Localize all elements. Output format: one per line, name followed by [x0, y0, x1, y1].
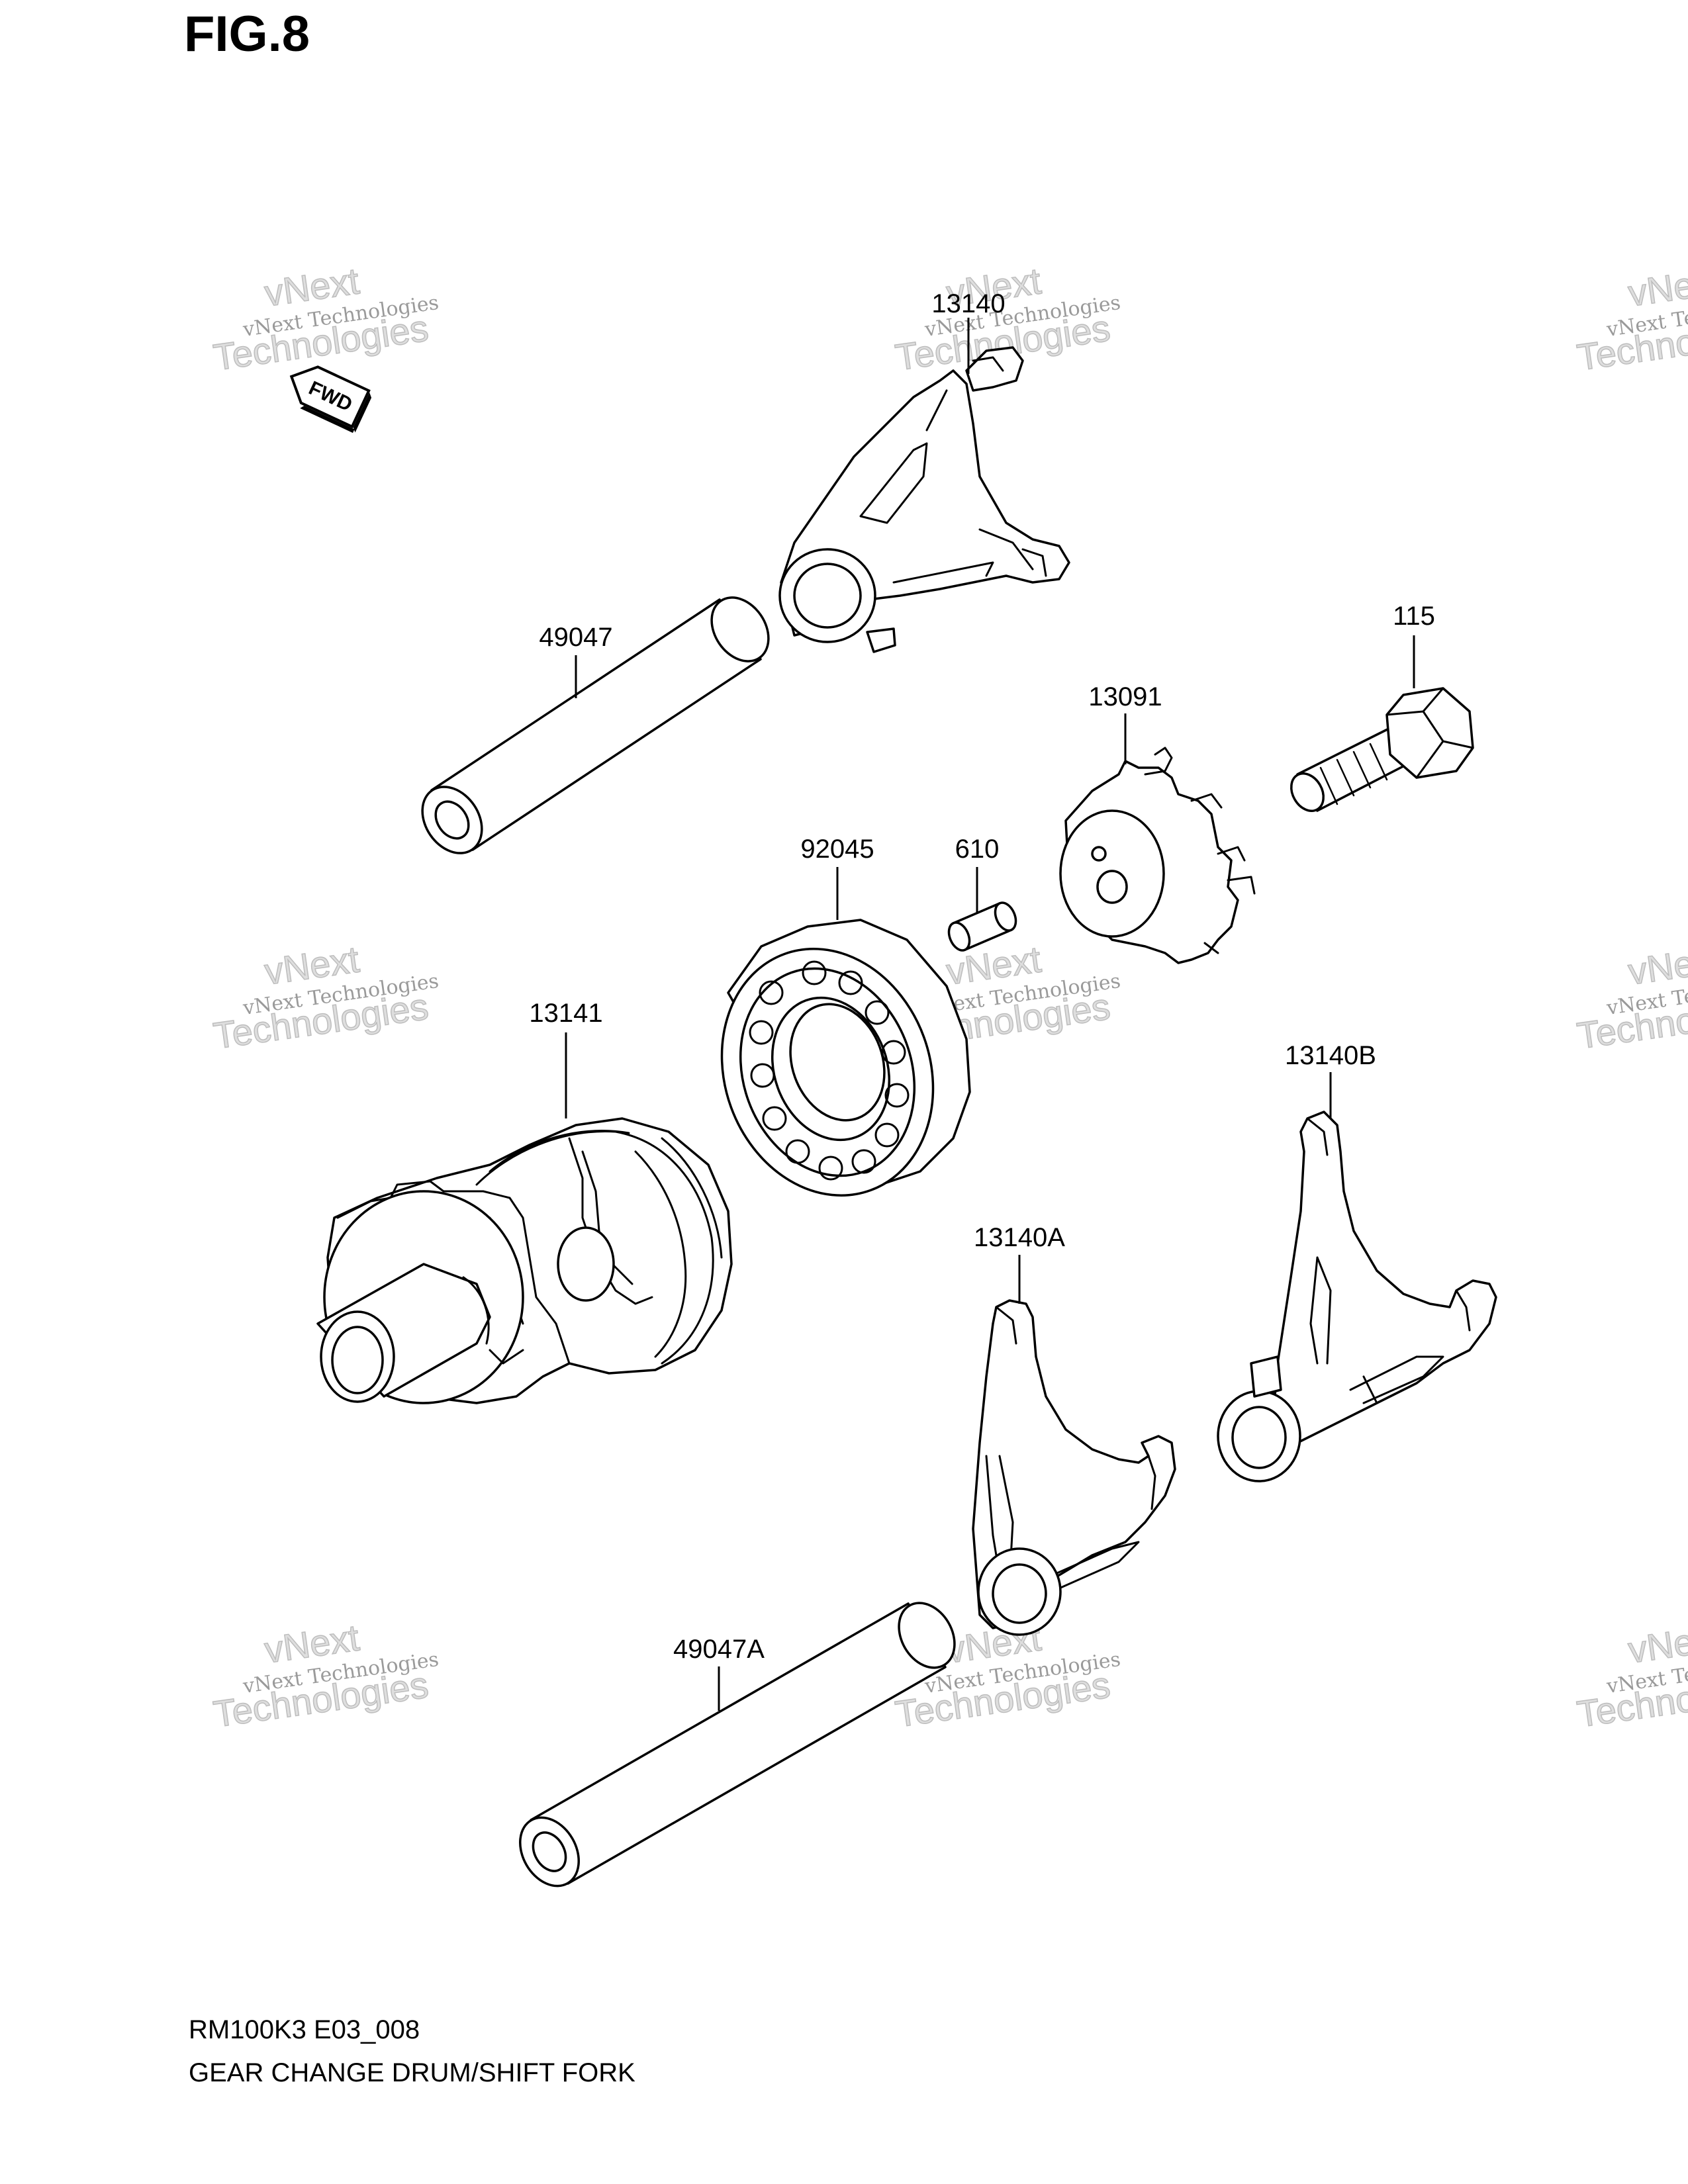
part-number-label: 49047A — [673, 1635, 765, 1664]
part-number-label: 13140A — [974, 1223, 1065, 1252]
part-number-label: 115 — [1393, 602, 1435, 631]
part-49047[interactable] — [410, 587, 780, 864]
callout-115: 115 — [1393, 602, 1435, 688]
callout-610: 610 — [955, 835, 1000, 913]
part-13140[interactable] — [778, 346, 1070, 653]
watermark: vNext Technologies vNext Technologies — [211, 259, 440, 379]
callout-92045: 92045 — [800, 835, 874, 920]
part-number-label: 49047 — [539, 623, 612, 652]
callout-13140B: 13140B — [1285, 1041, 1376, 1118]
part-number-label: 13140 — [931, 289, 1005, 318]
callout-13141: 13141 — [529, 999, 603, 1118]
part-13140B[interactable] — [1217, 1111, 1497, 1482]
watermark: vNext Technologies vNext Technologies — [211, 938, 440, 1058]
bearing-rollers — [749, 960, 910, 1181]
part-49047A[interactable] — [508, 1593, 966, 1897]
callout-13091: 13091 — [1088, 682, 1162, 764]
callout-13140A: 13140A — [974, 1223, 1065, 1304]
watermark-vnext: vNext — [1626, 259, 1688, 314]
part-610[interactable] — [945, 899, 1020, 953]
part-13140A[interactable] — [972, 1299, 1176, 1636]
part-number-label: 92045 — [800, 835, 874, 864]
figure-title: FIG.8 — [184, 6, 310, 62]
part-number-label: 13091 — [1088, 682, 1162, 711]
fwd-arrow-icon: FWD — [289, 365, 372, 433]
watermark: vNext Technologies vNext Technologies — [1574, 259, 1688, 379]
assembly-name: GEAR CHANGE DRUM/SHIFT FORK — [189, 2058, 635, 2087]
watermark: vNext Technologies vNext Technologies — [211, 1616, 440, 1736]
part-13091[interactable] — [1059, 747, 1256, 964]
part-number-label: 13140B — [1285, 1041, 1376, 1070]
callout-13140: 13140 — [931, 289, 1006, 374]
part-13141[interactable] — [316, 1117, 733, 1404]
part-number-label: 610 — [955, 835, 1000, 864]
model-code: RM100K3 E03_008 — [189, 2015, 420, 2044]
watermark: vNext Technologies vNext Technologies — [1574, 1616, 1688, 1736]
watermark-vnext: vNext — [1626, 938, 1688, 992]
part-number-label: 13141 — [529, 999, 602, 1028]
callout-49047A: 49047A — [673, 1635, 765, 1711]
watermark: vNext Technologies vNext Technologies — [1574, 938, 1688, 1058]
part-115[interactable] — [1285, 687, 1474, 817]
callout-49047: 49047 — [539, 623, 613, 698]
watermark-vnext: vNext — [1626, 1616, 1688, 1670]
part-92045[interactable] — [688, 919, 971, 1225]
